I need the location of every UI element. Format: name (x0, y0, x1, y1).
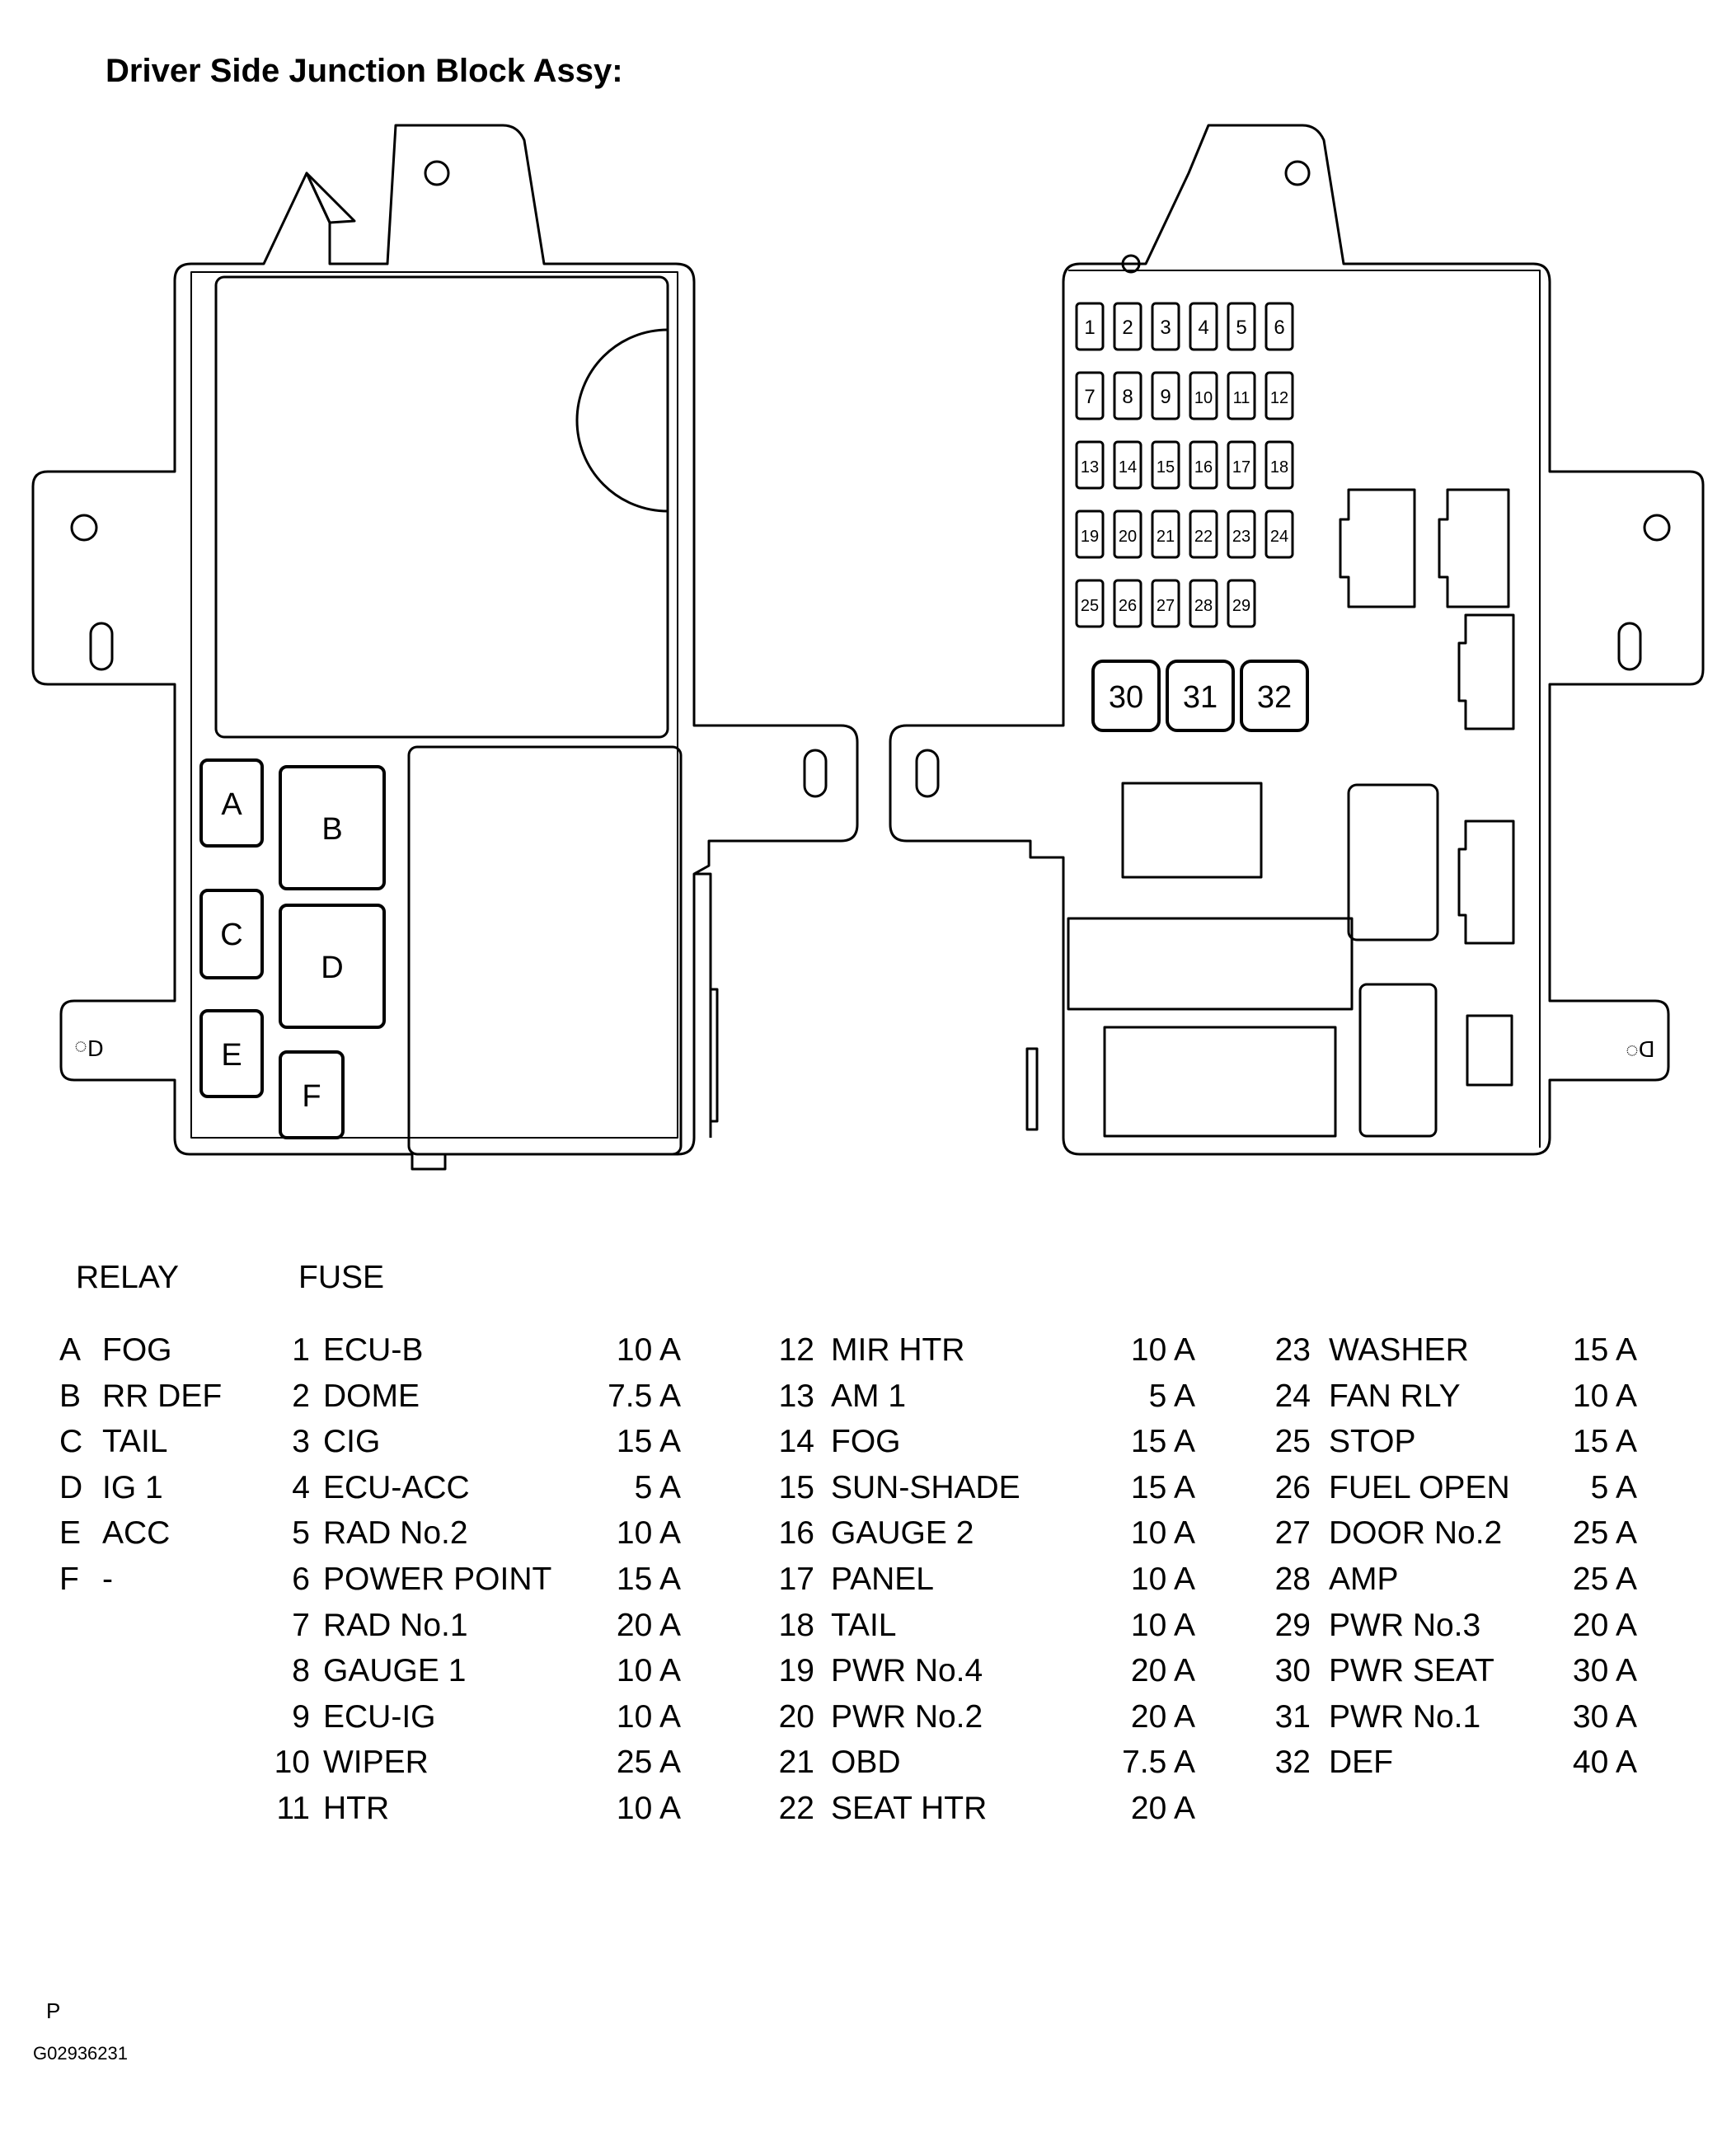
fuse-label-19: 19 (1081, 528, 1099, 546)
fuse-label-5: 5 (1236, 317, 1246, 339)
diagram-title: Driver Side Junction Block Assy: (106, 53, 623, 89)
relay-label-B: B (321, 812, 342, 847)
fuse-label-2: 2 (1122, 317, 1133, 339)
fuse-label-4: 4 (1198, 317, 1208, 339)
fuse-label-7: 7 (1084, 386, 1095, 408)
fuse-grid (1075, 302, 1294, 628)
fuse-label-1: 1 (1084, 317, 1095, 339)
fuse-label-29: 29 (1232, 597, 1250, 615)
relay-label-C: C (220, 918, 242, 952)
fuse-label-12: 12 (1270, 389, 1288, 407)
fuse-label-26: 26 (1119, 597, 1137, 615)
left-block-mark: ᗡ◌ (74, 1035, 103, 1060)
footer-mark: P (46, 1998, 61, 2023)
left-block-housing (31, 124, 859, 1171)
fuse-label-20: 20 (1119, 528, 1137, 546)
fuse-label-21: 21 (1157, 528, 1175, 546)
relay-label-A: A (221, 787, 242, 822)
fuse-label-17: 17 (1232, 458, 1250, 477)
relay-row: F- (59, 1561, 113, 1597)
fuse-label-10: 10 (1194, 389, 1213, 407)
junction-block-diagram: A B C D E F ᗡ◌ ◌ᗡ 1 2 3 4 5 6 7 8 9 10 1… (31, 124, 1705, 1171)
relay-C-box (199, 889, 264, 979)
relay-F-box (279, 1050, 345, 1139)
fuse-label-6: 6 (1274, 317, 1284, 339)
fuse-label-32: 32 (1257, 680, 1292, 715)
fuse-label-3: 3 (1160, 317, 1171, 339)
fuse-label-22: 22 (1194, 528, 1213, 546)
figure-id: G02936231 (33, 2043, 128, 2064)
relay-D-box (279, 904, 386, 1029)
relay-label-F: F (302, 1079, 321, 1114)
relay-E-box (199, 1009, 264, 1098)
fuse-label-24: 24 (1270, 528, 1288, 546)
fuse-label-14: 14 (1119, 458, 1137, 477)
fuse-label-30: 30 (1109, 680, 1143, 715)
fuse-label-8: 8 (1122, 386, 1133, 408)
fuse-label-27: 27 (1157, 597, 1175, 615)
relay-B-box (279, 765, 386, 890)
large-fuse-group (1091, 660, 1309, 732)
fuse-label-9: 9 (1160, 386, 1171, 408)
fuse-label-15: 15 (1157, 458, 1175, 477)
fuse-label-25: 25 (1081, 597, 1099, 615)
fuse-label-13: 13 (1081, 458, 1099, 477)
relay-header: RELAY (76, 1260, 179, 1295)
fuse-label-11: 11 (1233, 389, 1250, 407)
fuse-label-18: 18 (1270, 458, 1288, 477)
fuse-header: FUSE (298, 1260, 385, 1295)
relay-A-box (199, 758, 264, 848)
right-block-mark: ◌ᗡ (1626, 1037, 1654, 1062)
fuse-label-16: 16 (1194, 458, 1213, 477)
fuse-label-31: 31 (1183, 680, 1218, 715)
relay-label-E: E (221, 1038, 242, 1073)
fuse-label-28: 28 (1194, 597, 1213, 615)
relay-label-D: D (321, 951, 343, 985)
right-block-housing (889, 124, 1705, 1156)
fuse-label-23: 23 (1232, 528, 1250, 546)
